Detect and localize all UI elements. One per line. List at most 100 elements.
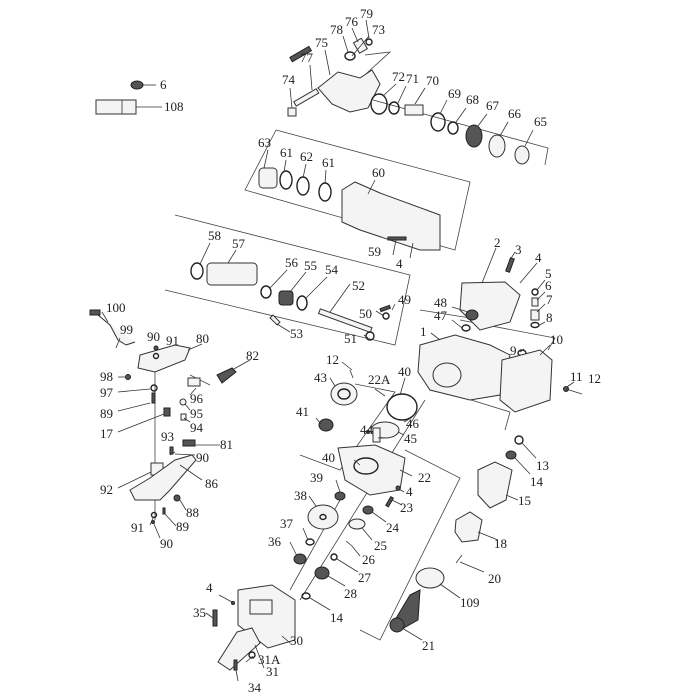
- part-70-sleeve: [404, 104, 424, 116]
- label-94: 94: [190, 420, 204, 435]
- part-25-plate: [348, 518, 366, 530]
- label-61-a: 61: [280, 145, 293, 160]
- part-2-cover: [459, 281, 521, 331]
- part-4d-washer: [231, 601, 235, 605]
- part-68-ring: [447, 121, 459, 135]
- label-62: 62: [300, 149, 313, 164]
- label-40-top: 40: [398, 364, 411, 379]
- label-14-side: 14: [330, 610, 344, 625]
- label-88: 88: [186, 505, 199, 520]
- label-13: 13: [536, 458, 549, 473]
- label-95: 95: [190, 406, 203, 421]
- label-89-top: 89: [100, 406, 113, 421]
- label-89-bottom: 89: [176, 519, 189, 534]
- part-44-key: [366, 430, 370, 434]
- label-98: 98: [100, 369, 113, 384]
- label-31A: 31A: [258, 652, 281, 667]
- part-89b-pin: [162, 507, 166, 515]
- part-57-piston: [206, 262, 258, 286]
- part-74-pin: [287, 107, 297, 117]
- label-69: 69: [448, 86, 461, 101]
- part-46-shaft: [372, 427, 381, 443]
- label-20: 20: [488, 571, 501, 586]
- label-91-top: 91: [166, 333, 179, 348]
- label-52: 52: [352, 278, 365, 293]
- label-90-top: 90: [147, 329, 160, 344]
- part-67-bearing: [465, 124, 483, 148]
- label-90-bottom: 90: [160, 536, 173, 551]
- part-81-spring: [182, 439, 196, 447]
- label-7: 7: [546, 292, 553, 307]
- tool-holder-outline: [372, 99, 549, 166]
- label-21: 21: [422, 638, 435, 653]
- part-1-housing-bore: [432, 362, 462, 388]
- part-91a-washer: [152, 352, 160, 360]
- part-28-gear: [314, 566, 330, 580]
- label-45: 45: [404, 431, 417, 446]
- label-8: 8: [546, 310, 553, 325]
- label-4-cover: 4: [535, 250, 542, 265]
- label-41: 41: [296, 404, 309, 419]
- part-97-washer: [150, 384, 158, 392]
- label-71: 71: [406, 71, 419, 86]
- label-58: 58: [208, 228, 221, 243]
- label-51: 51: [344, 331, 357, 346]
- part-100-plug: [89, 309, 101, 316]
- label-30: 30: [290, 633, 303, 648]
- label-1-housing: 1: [420, 324, 427, 339]
- label-77: 77: [300, 50, 314, 65]
- label-65: 65: [534, 114, 547, 129]
- label-68: 68: [466, 92, 479, 107]
- cylinder-housing-outline: [244, 129, 471, 251]
- part-86-rear-handle: [129, 454, 197, 501]
- part-38-gear: [307, 504, 339, 530]
- part-38-hub: [319, 513, 327, 521]
- label-4-housing: 4: [396, 256, 403, 271]
- label-34: 34: [248, 680, 262, 695]
- part-13-washer: [514, 435, 524, 445]
- label-81: 81: [220, 437, 233, 452]
- piston-outline: [164, 214, 411, 346]
- part-80-switch-body: [137, 344, 191, 373]
- parts: [89, 37, 583, 671]
- label-70: 70: [426, 73, 439, 88]
- part-96-lock: [187, 377, 201, 387]
- label-73: 73: [372, 22, 385, 37]
- part-40-bore: [353, 457, 379, 475]
- label-2: 2: [494, 235, 501, 250]
- part-18-stator: [454, 511, 483, 543]
- label-92: 92: [100, 482, 113, 497]
- part-15-stator-housing: [477, 461, 513, 509]
- part-61b-ring: [318, 182, 332, 202]
- part-54-ring: [296, 295, 308, 311]
- label-25: 25: [374, 538, 387, 553]
- part-59-pin: [387, 236, 407, 241]
- part-49-screw: [379, 304, 392, 313]
- label-53: 53: [290, 326, 303, 341]
- part-61a-ring: [279, 170, 293, 190]
- part-71-washer: [388, 101, 400, 115]
- label-90-mid: 90: [196, 450, 209, 465]
- label-4-side: 4: [206, 580, 213, 595]
- part-1-gear-housing: [417, 334, 511, 401]
- part-93-screw: [169, 446, 174, 455]
- part-91b-washer: [150, 511, 158, 519]
- label-22: 22: [418, 470, 431, 485]
- label-49: 49: [398, 292, 411, 307]
- label-63: 63: [258, 135, 271, 150]
- label-24: 24: [386, 520, 400, 535]
- part-12a-screw: [565, 388, 583, 395]
- motor-outline: [359, 449, 461, 641]
- part-37-ring: [305, 538, 315, 546]
- part-21-gear: [389, 617, 405, 633]
- part-7-valve: [530, 309, 540, 321]
- label-79: 79: [360, 6, 373, 21]
- part-62-ring: [296, 176, 310, 196]
- part-41-bearing: [318, 418, 334, 432]
- part-63-sleeve: [258, 167, 278, 189]
- label-36: 36: [268, 534, 282, 549]
- label-12-cover: 12: [588, 371, 601, 386]
- part-72-oring: [370, 93, 388, 115]
- label-109: 109: [460, 595, 480, 610]
